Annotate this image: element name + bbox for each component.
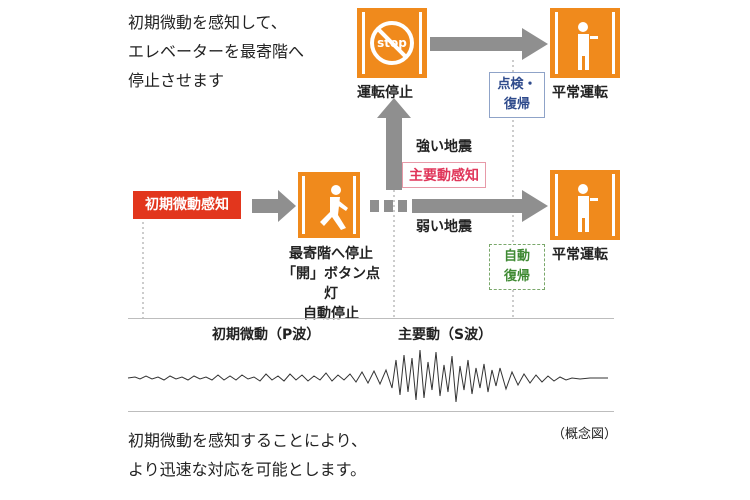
arrow-up — [377, 98, 411, 190]
auto-restore-box: 自動 復帰 — [489, 244, 545, 290]
s-wave-label: 主要動（S波） — [398, 327, 493, 343]
arrow-top-right — [430, 28, 548, 60]
seismic-waveform — [127, 349, 608, 403]
normal-top-label: 平常運転 — [552, 85, 608, 101]
inspection-restore-line-1: 点検・ — [497, 77, 537, 92]
nearest-floor-line-3: 自動停止 — [303, 306, 359, 322]
bottom-divider — [128, 411, 614, 412]
inspection-restore-box: 点検・ 復帰 — [489, 72, 545, 118]
strong-quake-label: 強い地震 — [416, 139, 472, 155]
intro-text: 初期微動を感知して、 エレベーターを最寄階へ 停止させます — [128, 8, 304, 95]
emergency-stop-label: 運転停止 — [357, 85, 413, 101]
stop-elevator-icon: stop — [357, 8, 427, 78]
p-wave-label: 初期微動（P波） — [212, 327, 321, 343]
arrow-left-mid — [252, 190, 296, 222]
nearest-floor-line-2: 「開」ボタン点灯 — [282, 266, 380, 302]
top-divider — [128, 318, 614, 319]
footer-line-2: より迅速な対応を可能とします。 — [128, 460, 367, 479]
arrow-bottom-right — [412, 190, 548, 222]
exit-elevator-icon — [298, 172, 360, 238]
inspection-restore-line-2: 復帰 — [503, 97, 530, 112]
footer-line-1: 初期微動を感知することにより、 — [128, 431, 368, 450]
intro-line-2: エレベーターを最寄階へ — [128, 42, 305, 61]
concept-note: （概念図） — [552, 427, 618, 442]
auto-restore-line-1: 自動 — [503, 249, 530, 264]
stop-sign-text: stop — [377, 36, 407, 50]
normal-elevator-top-icon — [550, 8, 620, 78]
nearest-floor-caption: 最寄階へ停止 「開」ボタン点灯 自動停止 — [278, 244, 384, 324]
initial-detect-badge: 初期微動感知 — [133, 191, 241, 219]
normal-bottom-label: 平常運転 — [552, 247, 608, 263]
transition-dashes — [370, 200, 407, 212]
main-motion-detect-badge: 主要動感知 — [402, 162, 486, 188]
intro-line-1: 初期微動を感知して、 — [128, 13, 287, 32]
nearest-floor-line-1: 最寄階へ停止 — [289, 246, 373, 262]
weak-quake-label: 弱い地震 — [416, 219, 472, 235]
normal-elevator-bottom-icon — [550, 170, 620, 240]
footer-text: 初期微動を感知することにより、 より迅速な対応を可能とします。 — [128, 426, 367, 484]
intro-line-3: 停止させます — [128, 71, 225, 90]
auto-restore-line-2: 復帰 — [503, 269, 530, 284]
